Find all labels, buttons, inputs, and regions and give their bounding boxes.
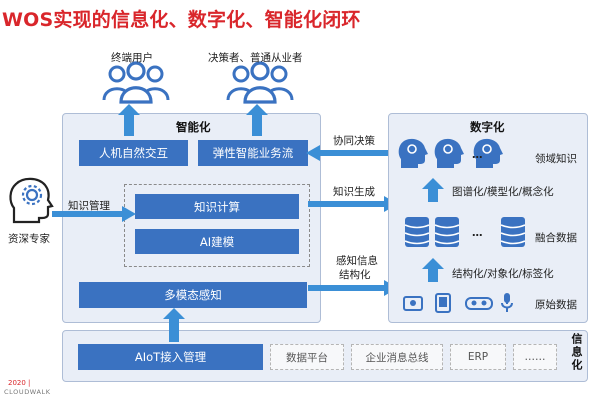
left-arrow-icon — [306, 145, 398, 161]
structuring-label: 结构化 — [339, 269, 371, 281]
knowledge-dashed-group — [124, 184, 310, 267]
decision-maker-label: 决策者、普通从业者 — [208, 52, 303, 64]
page-title: WOS实现的信息化、数字化、智能化闭环 — [2, 9, 361, 31]
knowledge-compute-box: 知识计算 — [135, 194, 299, 219]
logo-wordmark: CLOUDWALK — [4, 388, 51, 396]
ellipsis-text: … — [472, 227, 483, 239]
domain-knowledge-label: 领域知识 — [535, 153, 577, 165]
ellipsis-text: … — [472, 149, 483, 161]
decision-maker-group-icon — [226, 61, 294, 104]
right-arrow-icon — [308, 196, 398, 212]
graph-model-label: 图谱化/模型化/概念化 — [452, 186, 554, 198]
up-arrow-icon — [246, 104, 268, 136]
end-user-group-icon — [102, 61, 170, 104]
more-systems-box: …… — [513, 344, 557, 370]
knowledge-gen-label: 知识生成 — [333, 186, 375, 198]
right-arrow-icon — [308, 280, 398, 296]
database-stack-icon — [404, 217, 526, 247]
intelligence-header: 智能化 — [176, 120, 211, 134]
expert-label: 资深专家 — [8, 233, 50, 245]
brain-heads-icon — [398, 138, 503, 168]
enterprise-bus-box: 企业消息总线 — [351, 344, 443, 370]
informatization-label: 信息化 — [570, 333, 583, 372]
multimodal-box: 多模态感知 — [79, 282, 307, 308]
fusion-data-label: 融合数据 — [535, 232, 577, 244]
data-platform-box: 数据平台 — [270, 344, 344, 370]
ai-modeling-box: AI建模 — [135, 229, 299, 254]
sense-info-label: 感知信息 — [336, 255, 378, 267]
erp-box: ERP — [450, 344, 506, 370]
knowledge-mgmt-label: 知识管理 — [68, 200, 110, 212]
hmi-box: 人机自然交互 — [79, 140, 188, 166]
up-arrow-icon — [422, 258, 444, 282]
right-arrow-icon — [52, 206, 136, 222]
aiot-access-box: AIoT接入管理 — [78, 344, 263, 370]
raw-data-label: 原始数据 — [535, 299, 577, 311]
raw-data-devices-icon — [403, 293, 513, 313]
logo-year: 2020 | — [8, 379, 31, 387]
expert-head-gear-icon — [9, 177, 54, 224]
up-arrow-icon — [163, 308, 185, 342]
collab-decision-label: 协同决策 — [333, 135, 375, 147]
elastic-flow-box: 弹性智能业务流 — [198, 140, 308, 166]
end-user-label: 终端用户 — [111, 52, 153, 64]
up-arrow-icon — [422, 178, 444, 202]
structuring-tag-label: 结构化/对象化/标签化 — [452, 268, 554, 280]
digitization-header: 数字化 — [470, 120, 505, 134]
up-arrow-icon — [118, 104, 140, 136]
